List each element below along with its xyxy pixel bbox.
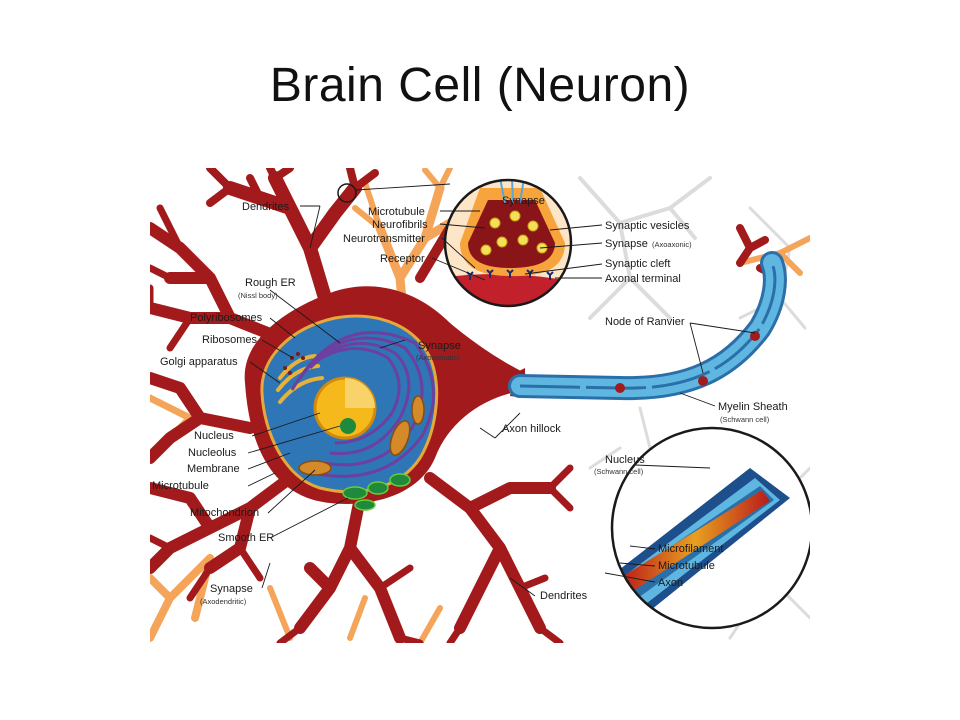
label-membrane: Membrane [187,463,240,475]
label-synapse-inset: Synapse [502,195,545,207]
label-mitochondrion: Mitochondrion [190,507,259,519]
label-axoaxonic: (Axoaxonic) [652,240,692,249]
label-axon-hillock: Axon hillock [502,423,561,435]
label-neurofibrils: Neurofibrils [372,219,428,231]
label-rough-er: Rough ER [245,277,296,289]
mitochondria [298,395,425,476]
label-synapse-axoaxonic: Synapse [605,238,648,250]
label-ribosomes: Ribosomes [202,334,258,346]
label-nissl-body: (Nissl body) [238,291,278,300]
page-title: Brain Cell (Neuron) [269,59,691,112]
label-axodendritic: (Axodendritic) [200,597,247,606]
label-myelin-sheath: Myelin Sheath [718,401,788,413]
golgi-apparatus [276,354,324,404]
label-nucleus-schwann: Nucleus [605,454,645,466]
label-golgi-apparatus: Golgi apparatus [160,356,238,368]
label-schwann-cell-myelin: (Schwann cell) [720,415,770,424]
label-dendrites-top: Dendrites [242,201,290,213]
label-synaptic-cleft: Synaptic cleft [605,258,670,270]
label-synaptic-vesicles: Synaptic vesicles [605,220,690,232]
dendrite-branches [150,168,784,643]
smooth-er [342,473,411,511]
leader-lines [247,205,756,597]
label-axosomatic: (Axosomatic) [416,353,460,362]
axon [508,251,787,401]
label-nucleus: Nucleus [194,430,234,442]
label-smooth-er: Smooth ER [218,532,274,544]
node-of-ranvier-3 [750,331,760,341]
nucleolus [340,418,356,434]
label-microtubule-left: Microtubule [152,480,209,492]
label-synapse-axosomatic: Synapse [418,340,461,352]
zoom-callout [337,183,357,203]
label-microfilament: Microfilament [658,543,723,555]
label-microtubule-top: Microtubule [368,206,425,218]
label-receptor: Receptor [380,253,425,265]
node-of-ranvier-2 [698,376,708,386]
neuron-diagram: Dendrites Rough ER (Nissl body) Polyribo… [150,168,810,643]
synapse-inset [443,178,573,308]
label-neurotransmitter: Neurotransmitter [343,233,425,245]
node-of-ranvier-1 [615,383,625,393]
label-axon: Axon [658,577,683,589]
label-node-of-ranvier: Node of Ranvier [605,316,685,328]
label-axonal-terminal: Axonal terminal [605,273,681,285]
label-nucleolus: Nucleolus [188,447,237,459]
label-synapse-axodendritic: Synapse [210,583,253,595]
label-microtubule-inset: Microtubule [658,560,715,572]
label-polyribosomes: Polyribosomes [190,312,263,324]
label-dendrites-bottom: Dendrites [540,590,588,602]
rough-er [290,331,435,478]
diagram-labels: Dendrites Rough ER (Nissl body) Polyribo… [152,195,788,606]
label-schwann-cell-nucleus: (Schwann cell) [594,467,644,476]
